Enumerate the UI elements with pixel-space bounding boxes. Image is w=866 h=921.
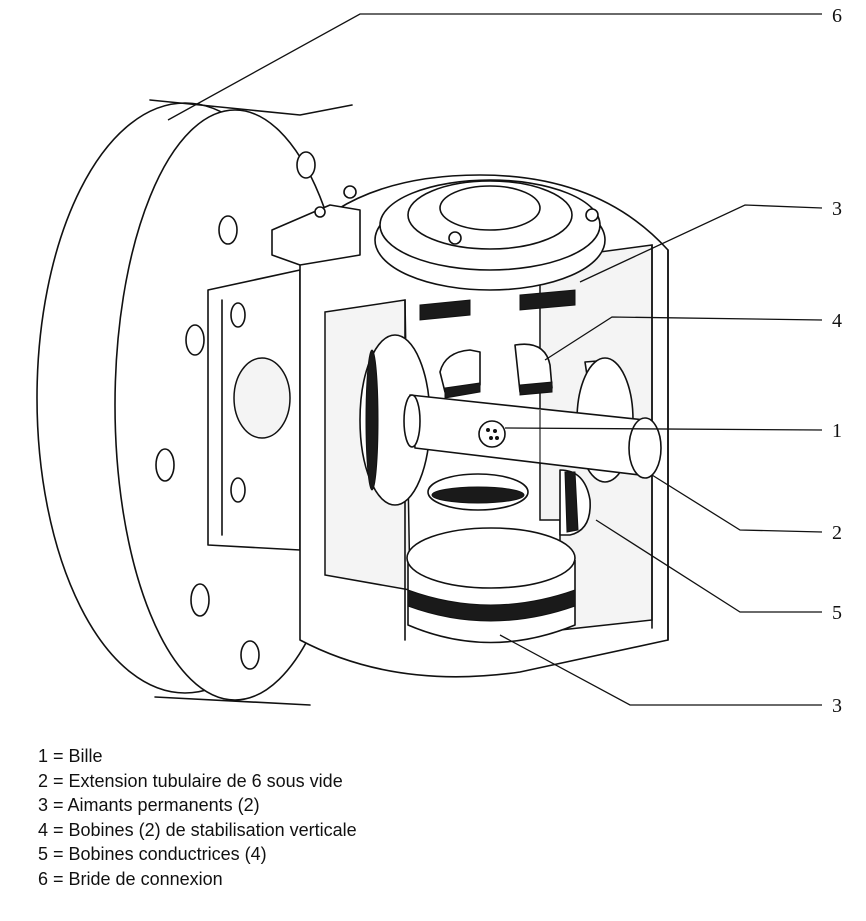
legend: 1 = Bille 2 = Extension tubulaire de 6 s… <box>38 744 357 891</box>
callout-2: 2 <box>832 522 842 544</box>
legend-item-3: 3 = Aimants permanents (2) <box>38 795 260 815</box>
leader-3-lower <box>499 634 822 706</box>
legend-item-5: 5 = Bobines conductrices (4) <box>38 844 267 864</box>
upper-permanent-magnet <box>374 179 606 321</box>
levitated-ball <box>478 420 506 448</box>
tubular-extension <box>403 394 662 479</box>
callout-1: 1 <box>832 420 842 442</box>
leader-4 <box>544 316 823 361</box>
leader-2 <box>651 474 823 533</box>
callout-3-lower: 3 <box>832 695 842 717</box>
legend-item-1: 1 = Bille <box>38 746 103 766</box>
legend-item-6: 6 = Bride de connexion <box>38 868 223 889</box>
legend-item-4: 4 = Bobines (2) de stabilisation vertica… <box>38 819 357 840</box>
leader-6 <box>167 13 822 121</box>
callout-5: 5 <box>832 602 842 624</box>
side-tube <box>207 269 301 551</box>
legend-item-2: 2 = Extension tubulaire de 6 sous vide <box>38 770 343 791</box>
callout-4: 4 <box>832 310 842 332</box>
callout-6: 6 <box>832 5 842 27</box>
leader-1 <box>504 427 823 431</box>
leader-5 <box>595 519 822 613</box>
callout-3-upper: 3 <box>832 198 842 220</box>
lower-permanent-magnet <box>406 527 576 644</box>
leader-3-upper <box>579 204 823 283</box>
leader-lines <box>167 13 823 706</box>
